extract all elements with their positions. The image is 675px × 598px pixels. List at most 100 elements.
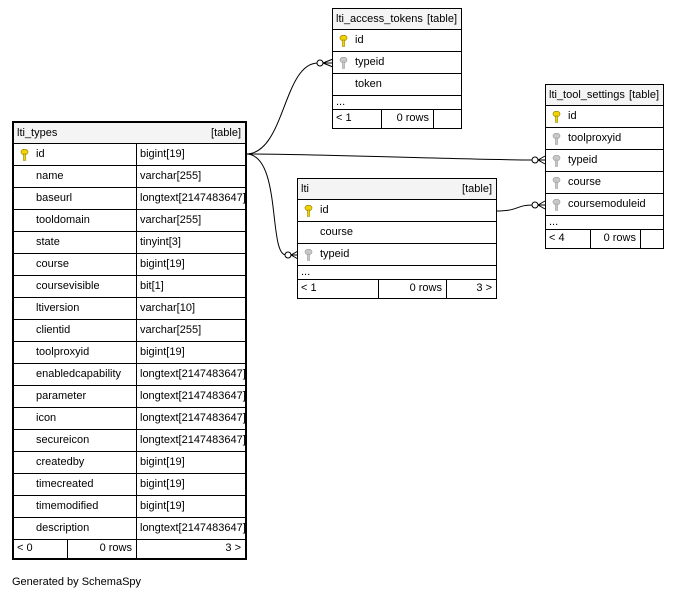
column-row-token[interactable]: token xyxy=(333,74,461,96)
column-row-id[interactable]: id xyxy=(546,106,663,128)
table-header: lti [table] xyxy=(298,179,496,200)
more-columns-ellipsis: ... xyxy=(333,96,461,110)
column-type: longtext[2147483647] xyxy=(136,188,246,209)
column-name: typeid xyxy=(568,154,598,166)
foreign-key-icon xyxy=(552,133,561,145)
generator-credit: Generated by SchemaSpy xyxy=(12,576,142,588)
parents-count[interactable]: < 0 xyxy=(17,542,33,554)
column-row-toolproxyid[interactable]: toolproxyid xyxy=(546,128,663,150)
column-type: bigint[19] xyxy=(136,474,245,495)
column-name: typeid xyxy=(355,56,385,68)
parents-count[interactable]: < 4 xyxy=(549,232,565,244)
column-name: id xyxy=(355,34,364,46)
column-row-description[interactable]: description longtext[2147483647] xyxy=(14,518,246,540)
column-type: varchar[255] xyxy=(136,166,245,187)
column-name: secureicon xyxy=(36,434,90,446)
column-row-icon[interactable]: icon longtext[2147483647] xyxy=(14,408,246,430)
column-type: tinyint[3] xyxy=(136,232,245,253)
column-row-baseurl[interactable]: baseurl longtext[2147483647] xyxy=(14,188,246,210)
table-footer: < 0 0 rows 3 > xyxy=(14,540,245,558)
edge-lti-to-tool-settings xyxy=(495,204,534,212)
children-count[interactable]: 3 > xyxy=(136,540,245,558)
column-type: longtext[2147483647] xyxy=(136,430,246,451)
column-row-typeid[interactable]: typeid xyxy=(298,244,496,266)
column-name: coursevisible xyxy=(36,280,100,292)
foreign-key-icon xyxy=(339,57,348,69)
column-name: state xyxy=(36,236,60,248)
column-list: id bigint[19] name varchar[255] baseurl longt… xyxy=(14,144,246,540)
table-tag: [table] xyxy=(629,89,659,101)
column-type: bigint[19] xyxy=(136,452,245,473)
column-name: baseurl xyxy=(36,192,73,204)
table-name: lti xyxy=(301,183,309,195)
table-header: lti_access_tokens [table] xyxy=(333,9,461,30)
table-tag: [table] xyxy=(211,127,241,139)
column-name: name xyxy=(36,170,64,182)
column-type: bigint[19] xyxy=(136,342,245,363)
column-name: icon xyxy=(36,412,57,424)
parents-count[interactable]: < 1 xyxy=(301,282,317,294)
table-footer: < 1 0 rows xyxy=(333,110,461,128)
column-name: course xyxy=(568,176,602,188)
column-row-typeid[interactable]: typeid xyxy=(546,150,663,172)
table-header: lti_types [table] xyxy=(14,123,245,144)
column-type: bigint[19] xyxy=(136,144,245,165)
column-row-id[interactable]: id bigint[19] xyxy=(14,144,245,166)
column-row-course[interactable]: course xyxy=(298,222,496,244)
more-columns-ellipsis: ... xyxy=(546,216,663,230)
column-type: longtext[2147483647] xyxy=(136,518,246,539)
foreign-key-icon xyxy=(552,199,561,211)
more-columns-ellipsis: ... xyxy=(298,266,496,280)
column-row-toolproxyid[interactable]: toolproxyid bigint[19] xyxy=(14,342,245,364)
column-name: toolproxyid xyxy=(36,346,90,358)
table-name: lti_types xyxy=(17,127,58,139)
column-name: timecreated xyxy=(36,478,94,490)
table-lti-types[interactable]: lti_types [table] id bigint[19] name varcha… xyxy=(12,121,247,560)
column-name: parameter xyxy=(36,390,87,402)
children-count[interactable]: 3 > xyxy=(446,280,496,298)
parents-count[interactable]: < 1 xyxy=(336,112,352,124)
primary-key-icon xyxy=(304,205,313,217)
column-list: id typeid token xyxy=(333,30,461,96)
column-row-createdby[interactable]: createdby bigint[19] xyxy=(14,452,245,474)
column-row-course[interactable]: course xyxy=(546,172,663,194)
column-type: longtext[2147483647] xyxy=(136,408,246,429)
column-row-name[interactable]: name varchar[255] xyxy=(14,166,245,188)
edge-types-to-tool-settings xyxy=(245,153,534,161)
column-name: timemodified xyxy=(36,500,99,512)
many-marker-tool-settings-typeid xyxy=(531,155,546,165)
column-name: id xyxy=(568,110,577,122)
column-row-coursemoduleid[interactable]: coursemoduleid xyxy=(546,194,663,216)
column-name: createdby xyxy=(36,456,85,468)
many-marker-tool-settings-coursemoduleid xyxy=(531,200,546,210)
column-name: id xyxy=(36,148,45,160)
column-name: ltiversion xyxy=(36,302,80,314)
column-name: token xyxy=(355,78,382,90)
column-row-secureicon[interactable]: secureicon longtext[2147483647] xyxy=(14,430,246,452)
column-row-timecreated[interactable]: timecreated bigint[19] xyxy=(14,474,245,496)
table-tag: [table] xyxy=(427,13,457,25)
column-row-id[interactable]: id xyxy=(298,200,496,222)
column-name: course xyxy=(36,258,70,270)
primary-key-icon xyxy=(552,111,561,123)
row-count: 0 rows xyxy=(381,110,433,128)
column-type: varchar[255] xyxy=(136,320,245,341)
children-count xyxy=(433,110,461,128)
column-row-typeid[interactable]: typeid xyxy=(333,52,461,74)
column-row-id[interactable]: id xyxy=(333,30,461,52)
row-count: 0 rows xyxy=(590,230,640,248)
column-name: description xyxy=(36,522,90,534)
column-row-state[interactable]: state tinyint[3] xyxy=(14,232,245,254)
